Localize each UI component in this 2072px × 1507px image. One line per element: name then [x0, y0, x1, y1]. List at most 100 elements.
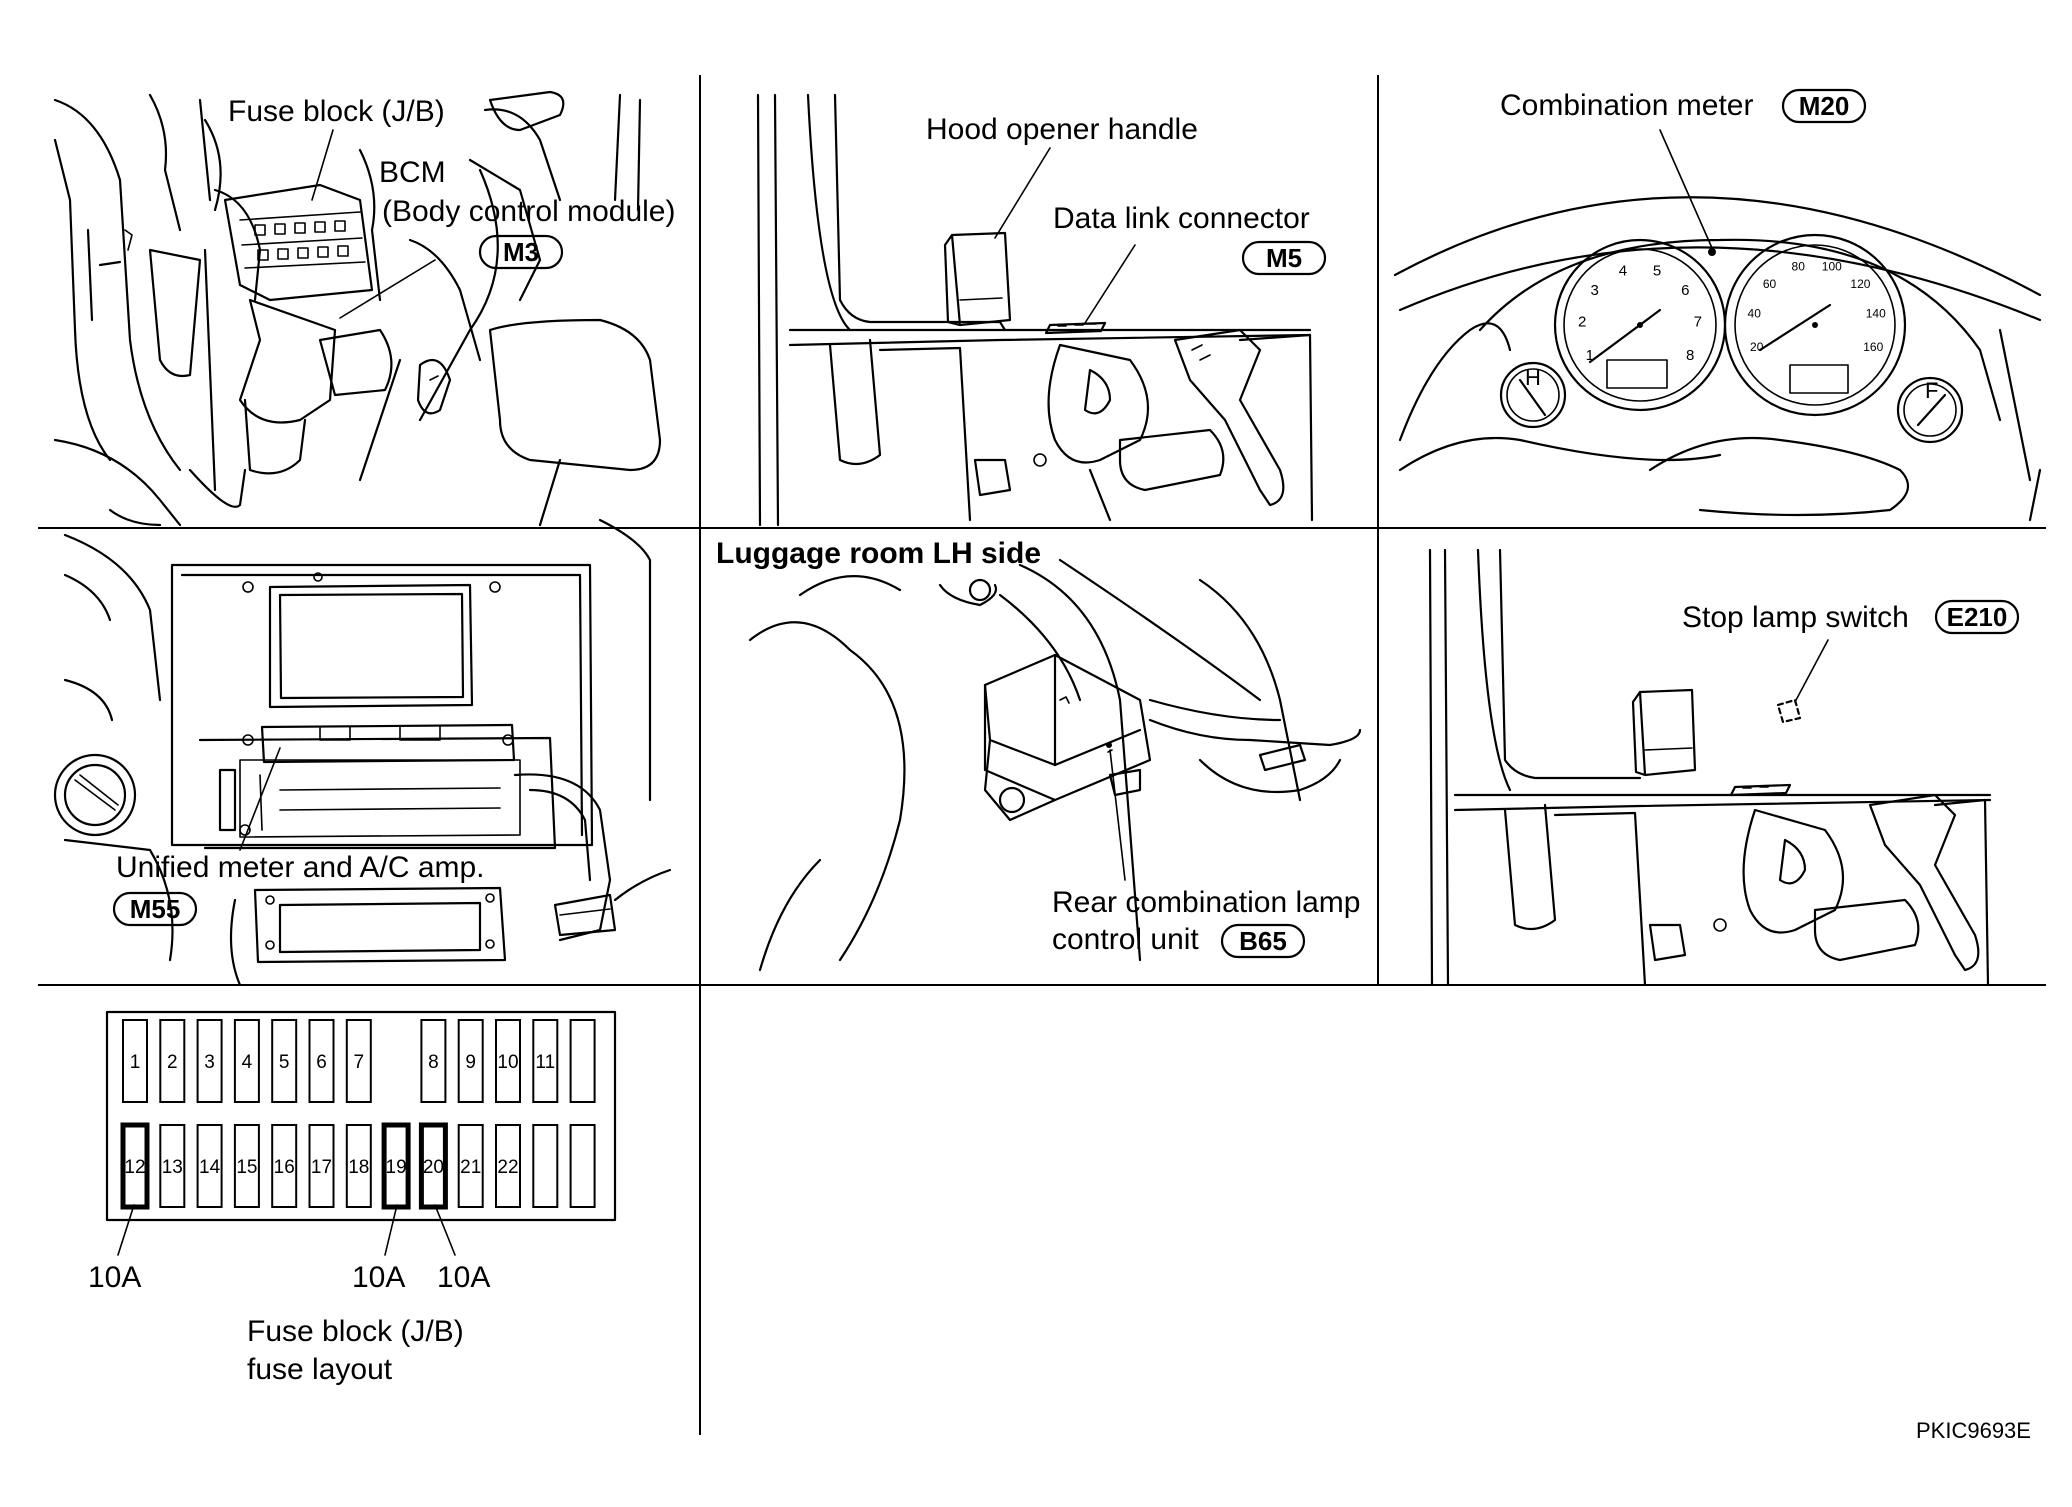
panel-grid — [38, 75, 2046, 1435]
tachometer-tick-label: 8 — [1686, 347, 1694, 364]
fuse-slot-6 — [308, 1019, 335, 1103]
fuse-slot-7 — [345, 1019, 372, 1103]
fuse-number-label: 2 — [167, 1052, 178, 1073]
rear-lamp-leader — [1109, 749, 1126, 881]
fuse-slot-13 — [159, 1124, 186, 1208]
speedometer-tick-label: 120 — [1850, 277, 1870, 291]
bcm-description-label: (Body control module) — [382, 195, 675, 228]
fuse-slot-9 — [457, 1019, 484, 1103]
bcm-connector-code: M3 — [503, 237, 539, 267]
fuse-12-rating: 10A — [88, 1261, 141, 1294]
fuse-block-outline — [105, 1010, 617, 1222]
fuse-number-label: 18 — [348, 1157, 369, 1178]
fuse-slot-8 — [420, 1019, 447, 1103]
fuse-number-label: 9 — [465, 1052, 476, 1073]
panel-stop-lamp-switch: Stop lamp switch E210 — [1428, 548, 2020, 987]
tachometer-tick-label: 4 — [1619, 263, 1627, 280]
fuse-slot-22 — [495, 1124, 521, 1208]
data-link-connector-code: M5 — [1266, 243, 1302, 273]
speedometer-tick-label: 140 — [1866, 307, 1886, 321]
unified-meter-leader — [239, 747, 281, 851]
driver-footwell-drawing — [756, 93, 1314, 527]
panel-luggage-room: Luggage room LH side Rear combination l — [716, 537, 1362, 972]
unified-meter-label: Unified meter and A/C amp. — [116, 851, 485, 884]
fuse-number-label: 21 — [460, 1157, 481, 1178]
speedometer-needle — [1758, 303, 1832, 352]
fuse-slot-16 — [271, 1124, 298, 1208]
fuse-slot-17 — [308, 1124, 335, 1208]
fuse-number-label: 20 — [423, 1157, 444, 1178]
rear-lamp-connector-code: B65 — [1239, 926, 1287, 956]
instrument-cluster-drawing — [1393, 196, 2042, 522]
fuse-20-leader — [434, 1204, 456, 1256]
fuel-needle — [1916, 393, 1947, 427]
figure-id: PKIC9693E — [1916, 1418, 2031, 1443]
fuse-slot-11 — [532, 1019, 559, 1103]
dashboard-underside-drawing — [53, 90, 662, 527]
fuse-slot-10 — [495, 1019, 521, 1103]
fuse-slot-14 — [196, 1124, 223, 1208]
temp-gauge-mark: H — [1525, 365, 1541, 390]
fuse-slot-empty — [569, 1019, 596, 1103]
stop-lamp-connector-badge — [1934, 599, 2020, 635]
fuse-number-label: 19 — [386, 1157, 407, 1178]
rear-lamp-connector-badge — [1220, 923, 1306, 959]
bcm-label: BCM — [379, 156, 446, 189]
fuse-slot-3 — [196, 1019, 223, 1103]
fuse-block-label: Fuse block (J/B) — [228, 95, 445, 128]
rear-lamp-label-line2: control unit — [1052, 923, 1199, 956]
fuse-block-leader — [311, 129, 334, 201]
fuse-20-rating: 10A — [437, 1261, 490, 1294]
fuse-number-label: 1 — [130, 1052, 141, 1073]
tachometer-needle — [1588, 308, 1662, 364]
fuse-slot-empty — [532, 1124, 559, 1208]
fuse-slot-2 — [159, 1019, 186, 1103]
fuse-slot-12 — [120, 1122, 150, 1210]
fuse-number-label: 16 — [274, 1157, 295, 1178]
fuse-number-label: 10 — [497, 1052, 518, 1073]
tachometer-tick-label: 3 — [1590, 282, 1598, 299]
luggage-room-drawing — [748, 558, 1362, 972]
fuse-slot-1 — [122, 1019, 148, 1103]
combination-meter-connector-badge — [1781, 88, 1867, 124]
fuse-slot-15 — [233, 1124, 260, 1208]
fuse-number-label: 22 — [497, 1157, 518, 1178]
luggage-room-title: Luggage room LH side — [716, 537, 1041, 570]
fuse-layout-caption: Fuse block (J/B) — [247, 1315, 464, 1348]
fuse-number-label: 17 — [311, 1157, 332, 1178]
fuse-slot-5 — [271, 1019, 298, 1103]
stop-lamp-connector-code: E210 — [1947, 602, 2008, 632]
stop-lamp-leader — [1794, 639, 1829, 703]
fuse-number-label: 6 — [316, 1052, 327, 1073]
tachometer-tick-label: 2 — [1578, 314, 1586, 331]
speedometer-tick-label: 60 — [1763, 277, 1777, 291]
bcm-leader — [339, 259, 436, 319]
tachometer-tick-label: 6 — [1681, 282, 1689, 299]
speedometer-tick-label: 160 — [1863, 340, 1883, 354]
data-link-leader — [1084, 244, 1136, 324]
fuse-number-label: 4 — [242, 1052, 253, 1073]
speedometer-tick-label: 20 — [1750, 340, 1764, 354]
fuse-number-label: 15 — [236, 1157, 257, 1178]
tachometer-tick-label: 5 — [1653, 263, 1661, 280]
fuse-number-label: 12 — [124, 1157, 145, 1178]
unified-meter-connector-badge — [112, 891, 198, 927]
unified-meter-connector-code: M55 — [130, 894, 181, 924]
combination-meter-leader — [1659, 129, 1713, 249]
fuse-slot-4 — [233, 1019, 260, 1103]
fuse-slot-18 — [345, 1124, 372, 1208]
bcm-connector-badge — [478, 234, 564, 270]
fuse-number-label: 8 — [428, 1052, 439, 1073]
tachometer-tick-label: 1 — [1586, 347, 1594, 364]
speedometer-tick-label: 80 — [1792, 259, 1806, 273]
fuse-number-label: 14 — [199, 1157, 221, 1178]
fuse-number-label: 11 — [535, 1052, 555, 1073]
fuse-number-label: 7 — [354, 1052, 365, 1073]
fuel-gauge-mark: F — [1925, 378, 1938, 403]
speedometer-tick-label: 100 — [1822, 259, 1842, 273]
hood-opener-leader — [994, 147, 1051, 239]
